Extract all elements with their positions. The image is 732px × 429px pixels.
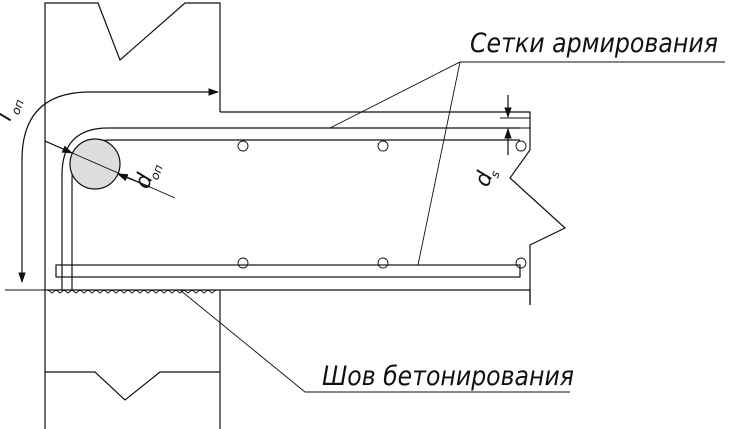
distribution-bar-top-1 (237, 140, 249, 152)
distribution-bar-top-2 (377, 140, 389, 152)
mesh-label: Сетки армирования (470, 28, 718, 59)
slab-bottom-edge (220, 289, 531, 305)
wall-break-line-bottom (45, 371, 220, 401)
slab-break-line (509, 149, 567, 305)
mesh-leader-line (329, 61, 725, 266)
bar-diameter-subscript: оп (147, 163, 165, 182)
ds-label: d s (470, 167, 503, 190)
distribution-bar-bottom-2 (377, 257, 389, 269)
top-mesh-bar-inner (71, 139, 520, 290)
distribution-bar-bottom-1 (237, 257, 249, 269)
anchorage-length-label: l оп (0, 97, 27, 124)
support-bar-circle (69, 138, 121, 190)
anchorage-length-subscript: оп (8, 97, 26, 116)
wall-outline-upper (44, 2, 221, 429)
slab-top-edge (220, 111, 531, 150)
joint-label: Шов бетонирования (322, 361, 574, 392)
ds-symbol: d (470, 167, 499, 190)
bar-diameter-label: d оп (130, 163, 166, 192)
distribution-bar-bottom-3 (515, 257, 527, 269)
joint-leader-line (179, 289, 570, 393)
construction-joint-hatch (47, 289, 217, 294)
bottom-mesh-bar (55, 264, 521, 278)
distribution-bar-top-3 (515, 140, 527, 152)
ds-subscript: s (487, 169, 502, 180)
top-mesh-bar-outer (61, 127, 520, 290)
anchorage-length-arrow (18, 88, 220, 284)
bar-diameter-arrow-1 (44, 140, 73, 154)
bar-diameter-arrow-2 (116, 173, 151, 188)
